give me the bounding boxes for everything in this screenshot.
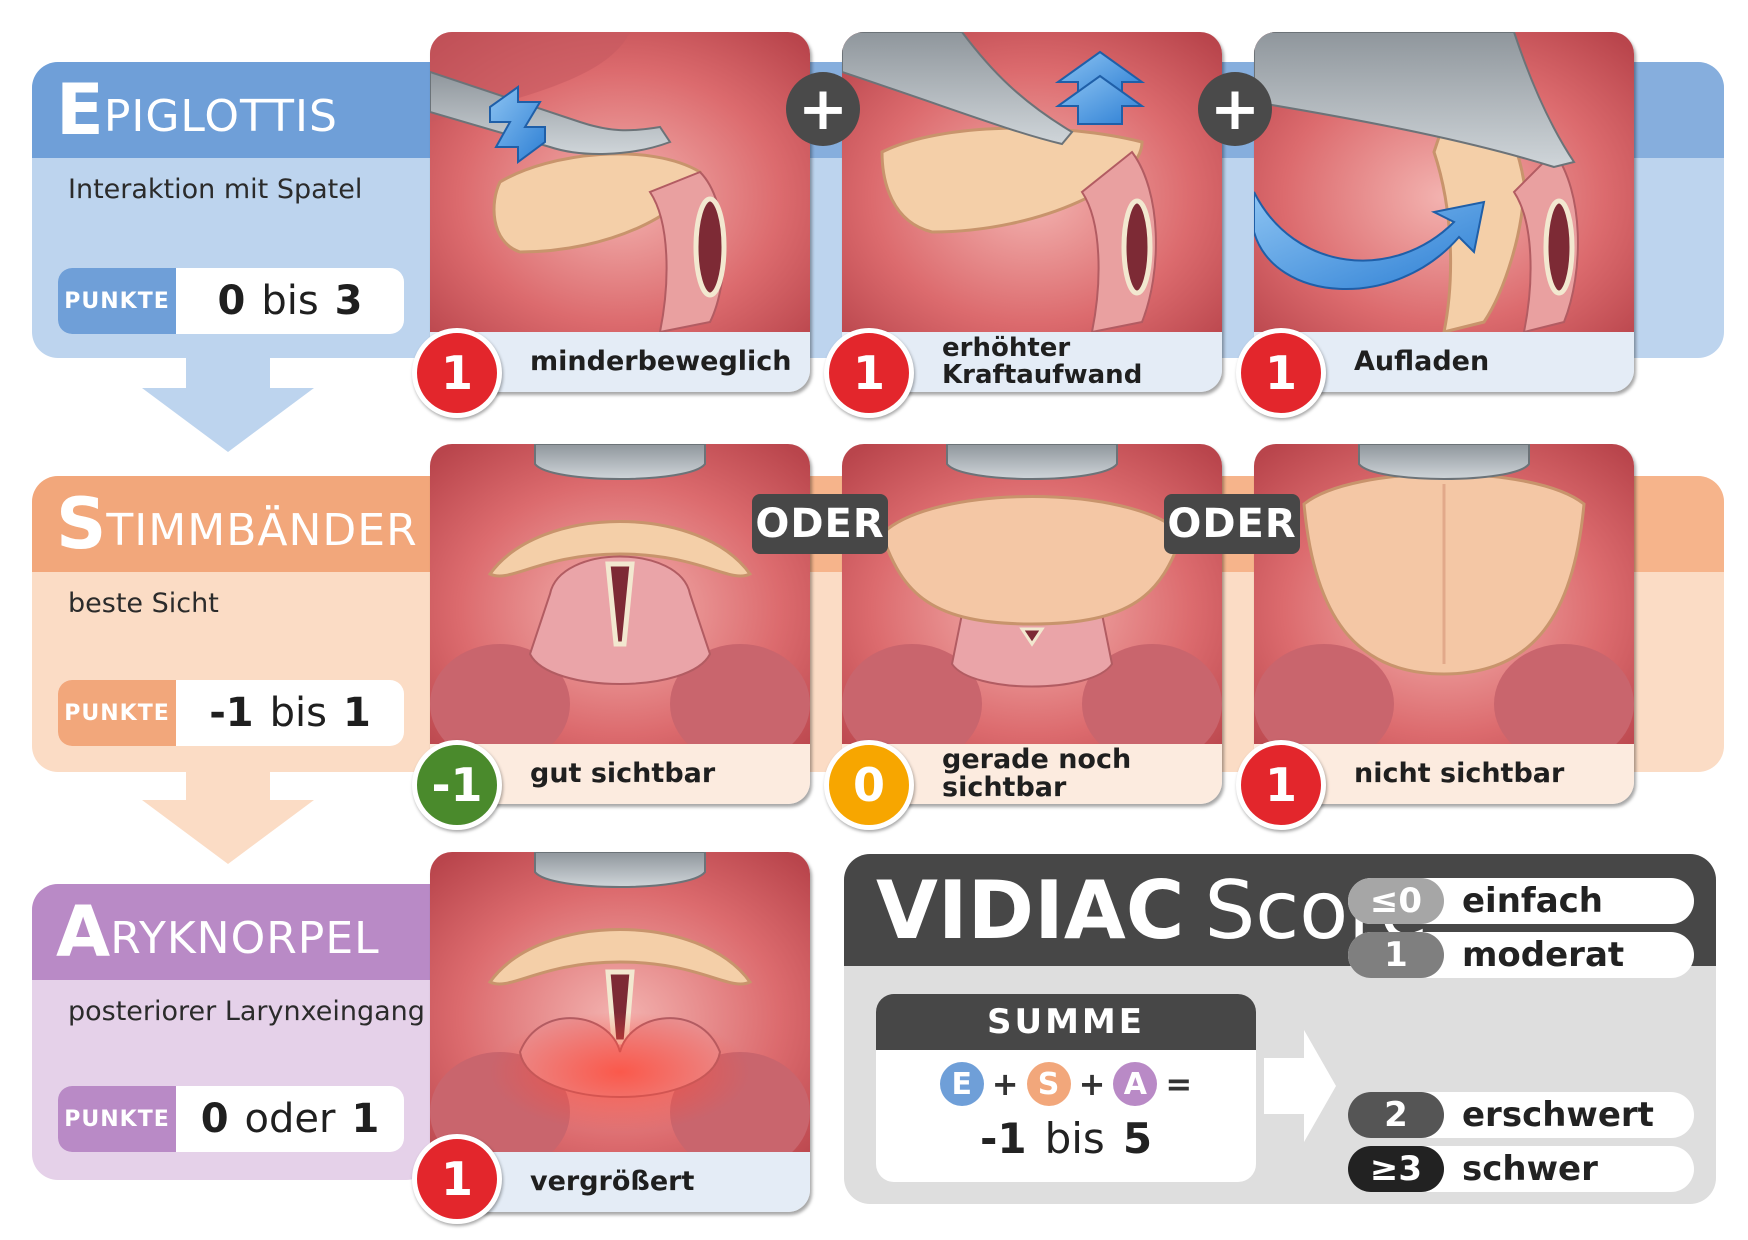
epiglottis-title-initial: E [56, 69, 104, 151]
epiglottis-illustration-3 [1254, 32, 1634, 332]
grade-row-schwer: ≥3 schwer [1348, 1146, 1694, 1192]
stimmbaender-points-label: PUNKTE [58, 680, 176, 746]
aryknorpel-illustration [430, 852, 810, 1152]
stimmbaender-title-initial: S [56, 483, 107, 565]
stimmbaender-points-from: -1 [209, 690, 254, 736]
score-arrow-right [1264, 1030, 1336, 1142]
stimmbaender-points: PUNKTE -1 bis 1 [58, 680, 404, 746]
stimmbaender-score-badge-1: -1 [412, 740, 502, 830]
formula-letter-s: S [1026, 1062, 1071, 1106]
summe-range-to: 5 [1122, 1114, 1153, 1163]
stimmbaender-panel-gerade-noch-sichtbar: gerade noch sichtbar [842, 444, 1222, 804]
epiglottis-points-from: 0 [217, 278, 246, 324]
oder-connector-1: ODER [752, 494, 888, 554]
grade-label-erschwert: erschwert [1462, 1095, 1654, 1135]
aryknorpel-points-from: 0 [200, 1096, 229, 1142]
epiglottis-illustration-1 [430, 32, 810, 332]
epiglottis-panel-aufladen: Aufladen [1254, 32, 1634, 392]
epiglottis-score-badge-3: 1 [1236, 328, 1326, 418]
stimmbaender-illustration-1 [430, 444, 810, 744]
epiglottis-points-to: 3 [334, 278, 363, 324]
formula-equals: = [1165, 1065, 1193, 1103]
plus-connector-2: + [1198, 72, 1272, 146]
stimmbaender-illustration-2 [842, 444, 1222, 744]
epiglottis-points: PUNKTE 0 bis 3 [58, 268, 404, 334]
aryknorpel-title-rest: RYKNORPEL [110, 913, 380, 964]
aryknorpel-subtitle: posteriorer Larynxeingang [68, 996, 425, 1027]
grade-row-moderat: 1 moderat [1348, 932, 1694, 978]
formula-letter-a: A [1113, 1062, 1158, 1106]
grade-label-schwer: schwer [1462, 1149, 1598, 1189]
grade-value-schwer: ≥3 [1348, 1146, 1444, 1192]
epiglottis-points-label: PUNKTE [58, 268, 176, 334]
grade-value-einfach: ≤0 [1348, 878, 1444, 924]
stimmbaender-score-badge-3: 1 [1236, 740, 1326, 830]
epiglottis-panel-minderbeweglich: minderbeweglich [430, 32, 810, 392]
stimmbaender-points-to: 1 [342, 690, 371, 736]
stimmbaender-title: S TIMMBÄNDER [32, 476, 432, 572]
stimmbaender-illustration-3 [1254, 444, 1634, 744]
epiglottis-score-badge-1: 1 [412, 328, 502, 418]
epiglottis-caption-2-line1: erhöhter [942, 332, 1071, 363]
aryknorpel-points-sep: oder [244, 1096, 336, 1142]
grade-label-einfach: einfach [1462, 881, 1604, 921]
summe-formula: E + S + A = [876, 1062, 1256, 1106]
epiglottis-points-range: 0 bis 3 [176, 278, 404, 324]
aryknorpel-points: PUNKTE 0 oder 1 [58, 1086, 404, 1152]
summe-card: SUMME E + S + A = -1 bis 5 [876, 994, 1256, 1182]
grade-row-einfach: ≤0 einfach [1348, 878, 1694, 924]
stimmbaender-score-badge-2: 0 [824, 740, 914, 830]
flow-arrow-down-1 [142, 358, 314, 452]
stimmbaender-subtitle: beste Sicht [68, 588, 219, 619]
epiglottis-subtitle: Interaktion mit Spatel [68, 174, 363, 205]
epiglottis-title-rest: PIGLOTTIS [103, 91, 338, 142]
aryknorpel-points-range: 0 oder 1 [176, 1096, 404, 1142]
grade-value-moderat: 1 [1348, 932, 1444, 978]
stimmbaender-title-rest: TIMMBÄNDER [106, 505, 418, 556]
vidiac-score-title-bold: VIDIAC [876, 863, 1185, 957]
vidiac-score-box: VIDIAC Score SUMME E + S + A = -1 bis 5 … [844, 854, 1716, 1204]
aryknorpel-title: A RYKNORPEL [32, 884, 432, 980]
epiglottis-caption-2-line2: Kraftaufwand [942, 360, 1143, 390]
flow-arrow-down-2 [142, 770, 314, 864]
stimmbaender-points-range: -1 bis 1 [176, 690, 404, 736]
stimmbaender-points-sep: bis [269, 690, 327, 736]
aryknorpel-score-badge: 1 [412, 1134, 502, 1224]
formula-letter-e: E [939, 1062, 984, 1106]
grade-value-erschwert: 2 [1348, 1092, 1444, 1138]
grade-row-erschwert: 2 erschwert [1348, 1092, 1694, 1138]
epiglottis-title: E PIGLOTTIS [32, 62, 432, 158]
oder-connector-2: ODER [1164, 494, 1300, 554]
aryknorpel-points-label: PUNKTE [58, 1086, 176, 1152]
aryknorpel-points-to: 1 [351, 1096, 380, 1142]
epiglottis-points-sep: bis [261, 278, 319, 324]
formula-plus-1: + [991, 1065, 1019, 1103]
formula-plus-2: + [1078, 1065, 1106, 1103]
plus-connector-1: + [786, 72, 860, 146]
epiglottis-score-badge-2: 1 [824, 328, 914, 418]
aryknorpel-title-initial: A [56, 891, 111, 973]
summe-range: -1 bis 5 [876, 1114, 1256, 1163]
summe-label: SUMME [876, 994, 1256, 1050]
summe-range-sep: bis [1044, 1114, 1105, 1163]
grade-label-moderat: moderat [1462, 935, 1625, 975]
stimmbaender-panel-nicht-sichtbar: nicht sichtbar [1254, 444, 1634, 804]
epiglottis-panel-kraftaufwand: erhöhter Kraftaufwand [842, 32, 1222, 392]
stimmbaender-panel-gut-sichtbar: gut sichtbar [430, 444, 810, 804]
summe-range-from: -1 [979, 1114, 1027, 1163]
epiglottis-illustration-2 [842, 32, 1222, 332]
